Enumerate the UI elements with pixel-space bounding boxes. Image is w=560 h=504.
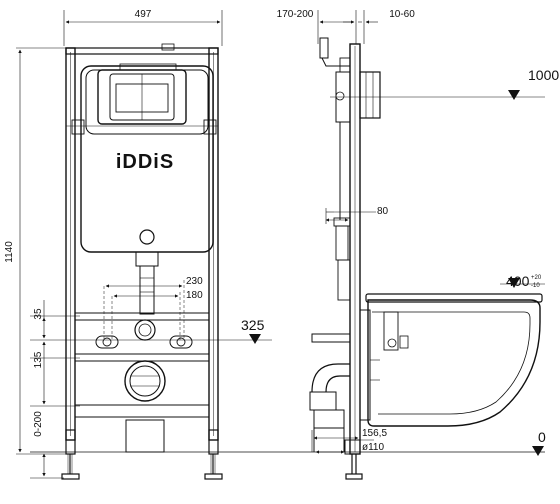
level-325-marker [249,334,261,344]
drain-outlet [124,360,166,402]
pipe-diameter-label: ø110 [362,442,384,453]
level-400-marker [508,278,520,288]
front-view [16,10,545,480]
level-markers [249,90,544,456]
toilet-bowl [367,299,541,427]
spacing-180-label: 180 [186,290,203,301]
brand-logo: iDDiS [116,151,174,173]
level-325-label: 325 [241,317,265,333]
side-view [309,10,545,480]
width-label: 497 [135,9,152,20]
dim-135-label: 135 [33,351,44,368]
offset-label: 10-60 [389,9,415,20]
depth-label: 170-200 [277,9,314,20]
level-0-label: 0 [538,429,546,445]
level-400-tol-minus: -10 [531,283,540,289]
dim-35-label: 35 [33,308,44,320]
level-400-label: 400 [506,273,530,289]
dim-80-label: 80 [377,206,389,217]
center-fitting [134,319,156,341]
level-1000-label: 1000 [528,67,559,83]
level-400-tol-plus: +20 [531,275,542,281]
level-0-marker [532,446,544,456]
height-label: 1140 [4,241,15,263]
dim-0-200-label: 0-200 [33,411,44,437]
level-1000-marker [508,90,520,100]
spacing-230-label: 230 [186,276,203,287]
flush-valve [139,229,155,245]
dim-156-label: 156,5 [362,428,387,439]
